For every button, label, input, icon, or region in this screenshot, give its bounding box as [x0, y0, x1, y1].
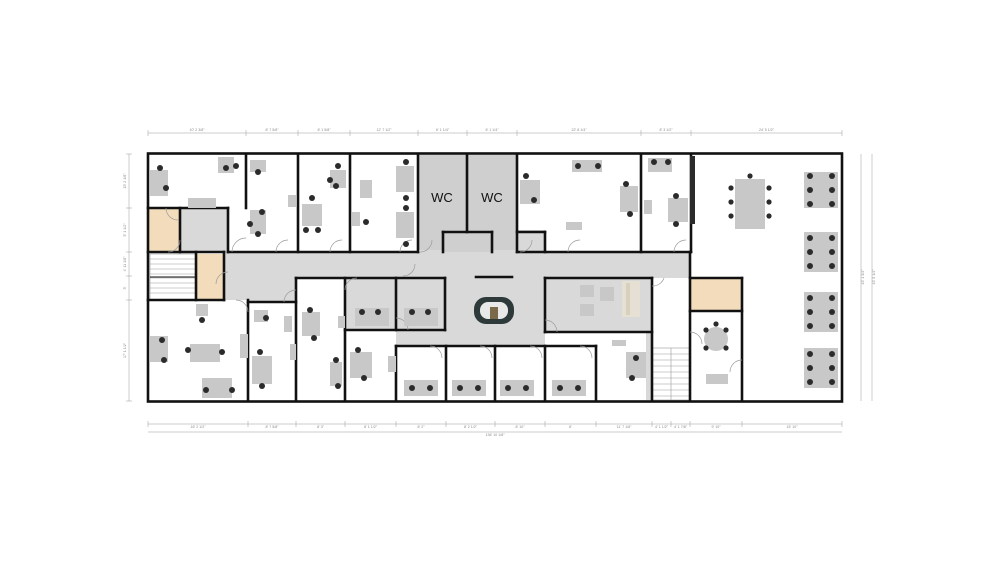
dimension-label: 8' 7 5/8"	[266, 128, 280, 132]
dimension-label: 43' 1 3/4"	[861, 269, 865, 285]
conference-table	[735, 179, 765, 229]
stairs-left	[149, 253, 197, 301]
dimension-labels-left: 15' 2 1/8" 5' 1 1/2" 4' 11 1/8" 5' 17' 1 1/2…	[123, 153, 132, 402]
storage-room-left	[149, 208, 180, 252]
dimension-label: 8' 3 1/2"	[660, 128, 674, 132]
walls	[146, 152, 844, 403]
wc-label-2: WC	[481, 190, 503, 205]
chairs	[157, 159, 835, 393]
round-table	[704, 327, 728, 351]
dimension-label: 5'	[123, 286, 127, 289]
dimension-label: 8' 1 5/8"	[318, 128, 332, 132]
corridor-small-left	[180, 208, 228, 252]
dimension-label: 5' 1 1/2"	[123, 223, 127, 237]
dimension-overall-bottom: 136' 10 1/8"	[486, 433, 506, 437]
dimension-label: 9' 10"	[712, 425, 722, 429]
dimension-labels-right: 43' 1 3/4" 43' 5 1/4"	[861, 269, 876, 285]
dimension-label: 8' 3"	[317, 425, 325, 429]
stair-landing-left	[196, 254, 224, 300]
wc-label-1: WC	[431, 190, 453, 205]
dimension-label: 24' 5 1/2"	[759, 128, 775, 132]
dimension-label: 4' 11 1/8"	[123, 256, 127, 271]
lounge-pod	[474, 297, 514, 324]
dimension-label: 8' 1 1/2"	[364, 425, 378, 429]
stairs-right	[651, 347, 691, 401]
dimension-label: 8' 2"	[418, 425, 426, 429]
dimension-label: 12' 7 1/2"	[377, 128, 393, 132]
dimension-label: 8' 7 5/8"	[266, 425, 280, 429]
storage-room-right	[690, 278, 742, 311]
dimension-label: 11' 7 1/8"	[617, 425, 632, 429]
doors	[165, 207, 743, 373]
dimension-label: 22' 8 1/4"	[572, 128, 588, 132]
dimension-label: 16' 2 1/2"	[191, 425, 207, 429]
wc-vestibule	[443, 232, 491, 252]
dimension-labels-top: 10' 2 3/8" 8' 7 5/8" 8' 1 5/8" 12' 7 1/2" 6'…	[147, 128, 843, 136]
dimension-label: 10' 2 3/8"	[190, 128, 206, 132]
dimension-label: 8' 10"	[516, 425, 526, 429]
wall-panel	[690, 156, 695, 224]
dimension-label: 15' 10"	[787, 425, 799, 429]
floor-fills	[149, 155, 742, 400]
dimension-label: 15' 2 1/8"	[123, 173, 127, 189]
dimension-label: 8' 2 1/2"	[464, 425, 478, 429]
dimension-label: 6' 1 1/4"	[436, 128, 450, 132]
dimension-label: 4' 1 1/2"	[655, 425, 669, 429]
corridor	[224, 252, 690, 400]
dimension-label: 17' 1 1/2"	[123, 342, 127, 358]
dimension-labels-bottom: 16' 2 1/2" 8' 7 5/8" 8' 3" 8' 1 1/2" 8' 2" 8'…	[147, 421, 843, 429]
dimension-label: 4' 1 7/8"	[674, 425, 688, 429]
dimension-label: 8'	[569, 425, 572, 429]
dimension-label: 43' 5 1/4"	[872, 269, 876, 285]
dimension-label: 6' 1 1/4"	[486, 128, 500, 132]
